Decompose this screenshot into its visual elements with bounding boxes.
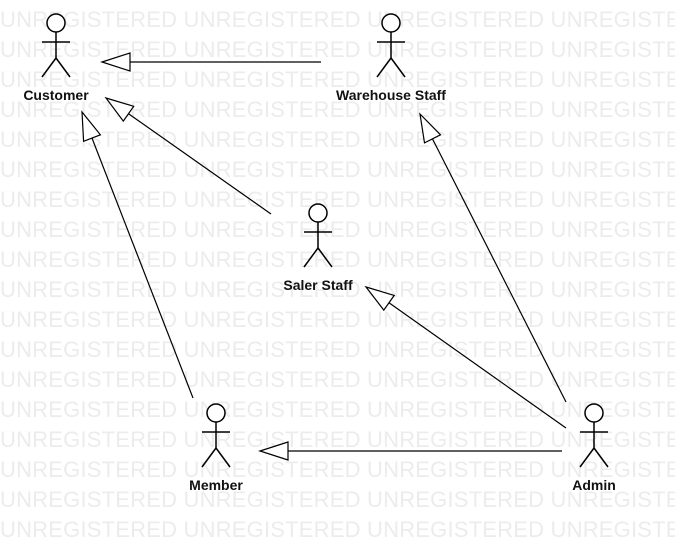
generalization-saler-to-customer[interactable]	[104, 96, 272, 215]
generalization-admin-to-saler[interactable]	[364, 285, 567, 429]
generalization-admin-to-warehouse[interactable]	[419, 112, 567, 403]
actor-saler-staff-figure[interactable]	[303, 203, 333, 268]
generalization-member-to-customer[interactable]	[81, 110, 194, 399]
actor-label-member: Member	[189, 477, 243, 493]
actor-label-warehouse-staff: Warehouse Staff	[336, 87, 446, 103]
generalization-warehouse-to-customer[interactable]	[100, 52, 321, 72]
actor-label-customer: Customer	[23, 87, 89, 103]
generalization-admin-to-member[interactable]	[258, 441, 562, 461]
actor-label-admin: Admin	[572, 477, 616, 493]
actor-warehouse-staff-figure[interactable]	[376, 13, 406, 78]
actor-admin-figure[interactable]	[579, 403, 609, 468]
actor-customer-figure[interactable]	[41, 13, 71, 78]
actor-label-saler-staff: Saler Staff	[283, 277, 353, 293]
actor-member-figure[interactable]	[201, 403, 231, 468]
